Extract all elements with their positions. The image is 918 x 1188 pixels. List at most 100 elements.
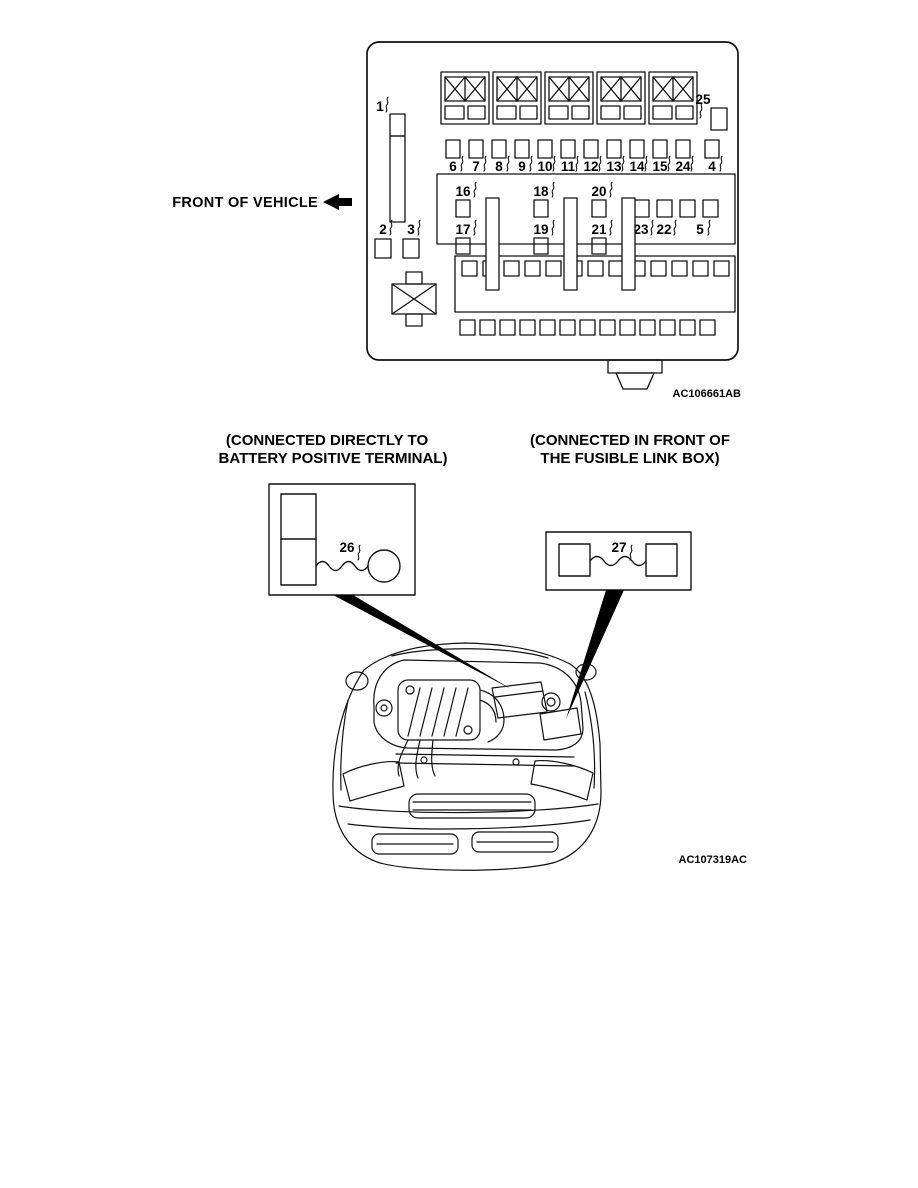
relay-pin <box>467 105 486 120</box>
relay-pin <box>623 105 642 120</box>
fuse-slot-20 <box>591 199 607 218</box>
left-arrow-icon <box>323 194 352 210</box>
reservoir-cap-center <box>546 697 556 707</box>
terminal <box>619 319 636 336</box>
fuse-label-3: 3 <box>407 222 415 237</box>
bumper-line <box>347 819 591 830</box>
relay-block <box>648 71 698 125</box>
relay-pin <box>519 105 538 120</box>
fuse-slot <box>514 139 530 159</box>
terminal <box>671 260 688 277</box>
fuse-slot-19 <box>533 237 549 255</box>
relay-x <box>672 76 694 102</box>
leader-squiggle <box>551 219 555 236</box>
leader-squiggle <box>417 219 421 236</box>
battery-terminal-ring <box>367 549 401 583</box>
support-bolt <box>420 756 428 764</box>
fuse-slot <box>583 139 599 159</box>
relay-block <box>596 71 646 125</box>
fuse-label-8: 8 <box>495 159 503 174</box>
terminal <box>692 260 709 277</box>
relay-block <box>492 71 542 125</box>
engine-valve-cover <box>397 679 481 741</box>
fuse-label-12: 12 <box>583 159 598 174</box>
fuse-label-2: 2 <box>379 222 387 237</box>
fuse-slot <box>652 139 668 159</box>
battery-caption-line2: BATTERY POSITIVE TERMINAL) <box>219 450 448 467</box>
fusible-link-tall <box>485 197 500 291</box>
oil-cap <box>405 685 415 695</box>
fuse-slot-16 <box>455 199 471 218</box>
fuse-slot <box>704 139 720 159</box>
front-of-vehicle-label: FRONT OF VEHICLE <box>172 195 318 211</box>
fuse-slot-21 <box>591 237 607 255</box>
right-fender-line <box>584 691 596 789</box>
relay-pin <box>496 105 517 120</box>
upper-grille <box>408 793 536 819</box>
terminal <box>713 260 730 277</box>
fuse-label-5: 5 <box>696 222 704 237</box>
fuse-label-20: 20 <box>591 184 606 199</box>
mounting-tab-lower <box>615 372 655 390</box>
fuse-label-19: 19 <box>533 222 548 237</box>
pointer-battery-terminal <box>333 595 511 689</box>
fusible-link-caption-line2: THE FUSIBLE LINK BOX) <box>540 450 719 467</box>
relay-outline <box>544 71 594 125</box>
leader-squiggle <box>644 155 648 172</box>
radiator-support <box>395 762 575 767</box>
relay-x <box>620 76 642 102</box>
diagram-code-vehicle: AC107319AC <box>679 854 748 866</box>
leader-squiggle <box>707 219 711 236</box>
fuse-slot-18 <box>533 199 549 218</box>
relay-x <box>568 76 590 102</box>
terminal <box>545 260 562 277</box>
leader-squiggle <box>551 181 555 198</box>
relay-outline <box>440 71 490 125</box>
terminal <box>579 319 596 336</box>
fuse-label-17: 17 <box>455 222 470 237</box>
valve-cover-rib <box>455 687 469 737</box>
terminal <box>650 260 667 277</box>
fuse-slot-2 <box>374 238 392 259</box>
leader-squiggle <box>385 96 389 113</box>
fuse-slot-3 <box>402 238 420 259</box>
bumper-line <box>338 803 599 814</box>
fuse-label-9: 9 <box>518 159 526 174</box>
left-mirror <box>345 671 369 691</box>
right-headlight <box>530 760 594 801</box>
terminal <box>659 319 676 336</box>
fusible-link-band <box>436 173 736 245</box>
leader-squiggle <box>357 544 361 561</box>
car-body-outline <box>332 642 602 871</box>
relay-x <box>600 76 622 102</box>
callout-27: 27 <box>611 540 626 555</box>
fuse-label-14: 14 <box>629 159 645 174</box>
fuse-label-23: 23 <box>633 222 649 237</box>
fuse-label-7: 7 <box>472 159 480 174</box>
leader-squiggle <box>529 155 533 172</box>
fuse-label-6: 6 <box>449 159 457 174</box>
valve-cover-rib <box>407 687 421 737</box>
relay-x <box>516 76 538 102</box>
terminal <box>461 260 478 277</box>
intake-hose-inner <box>479 699 497 723</box>
valve-cover-rib <box>419 687 433 737</box>
leader-squiggle <box>719 155 723 172</box>
relay-pin <box>548 105 569 120</box>
fusible-link-tall <box>621 197 636 291</box>
left-headlight <box>342 761 405 802</box>
leader-squiggle <box>609 181 613 198</box>
fuse-slot-1 <box>389 113 406 137</box>
leader-squiggle <box>609 219 613 236</box>
fuse-slot-25 <box>710 107 728 131</box>
fuse-slot <box>491 139 507 159</box>
relay-pin <box>675 105 694 120</box>
terminal <box>499 319 516 336</box>
fuse-slot <box>679 199 696 218</box>
fuse-slot <box>468 139 484 159</box>
fuse-label-18: 18 <box>533 184 549 199</box>
mounting-tab <box>607 359 663 374</box>
leader-squiggle <box>690 155 694 172</box>
